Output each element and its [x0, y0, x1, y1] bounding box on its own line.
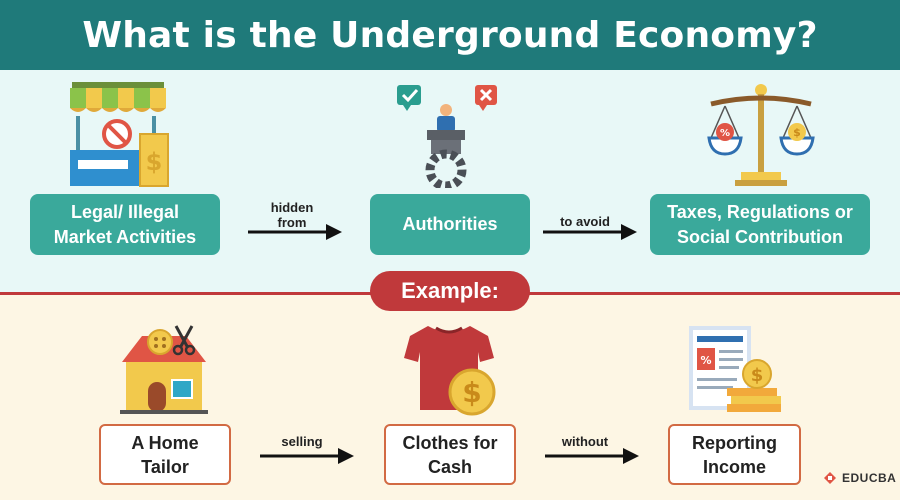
taxes-line1: Taxes, Regulations or [667, 201, 853, 222]
hidden-from-line1: hidden [270, 200, 314, 215]
taxes-box: Taxes, Regulations or Social Contribution [650, 194, 870, 255]
taxes-line2: Social Contribution [677, 226, 843, 247]
educba-logo: EDUCBA [822, 470, 896, 486]
clothes-cash-line2: Cash [427, 456, 472, 477]
arrow-without [545, 448, 639, 464]
income-report-icon: % $ [689, 326, 781, 412]
authority-podium-icon [397, 85, 497, 188]
svg-text:$: $ [751, 365, 764, 386]
reporting-income-line2: Income [702, 456, 767, 477]
to-avoid-text: to avoid [560, 214, 610, 229]
svg-text:$: $ [462, 376, 481, 409]
market-stall-icon: $ [70, 82, 169, 187]
header-banner: What is the Underground Economy? [0, 0, 900, 70]
activities-line2: Market Activities [53, 226, 197, 247]
to-avoid-label: to avoid [545, 214, 625, 229]
arrow-selling [260, 448, 354, 464]
educba-logo-icon [824, 472, 836, 484]
balance-scale-icon: % $ [707, 84, 815, 186]
hidden-from-line2: from [277, 215, 307, 230]
without-label: without [545, 434, 625, 449]
authorities-label: Authorities [402, 214, 498, 234]
reporting-income-line1: Reporting [692, 432, 777, 453]
home-tailor-line1: A Home [131, 432, 199, 453]
tshirt-dollar-icon: $ [404, 326, 496, 416]
svg-text:%: % [720, 128, 730, 139]
page-title: What is the Underground Economy? [82, 14, 818, 56]
without-text: without [561, 434, 609, 449]
home-tailor-line2: Tailor [141, 456, 189, 477]
educba-wordmark: EDUCBA [842, 471, 897, 485]
svg-text:$: $ [146, 148, 163, 176]
arrow-to-avoid [543, 224, 637, 240]
example-pill: Example: [370, 271, 530, 311]
svg-text:%: % [700, 354, 711, 367]
arrow-hidden-from [248, 224, 342, 240]
hidden-from-label: hidden from [252, 200, 332, 230]
home-shop-icon [120, 325, 208, 414]
svg-text:$: $ [793, 126, 801, 139]
activities-line1: Legal/ Illegal [70, 201, 180, 222]
selling-label: selling [262, 434, 342, 449]
selling-text: selling [281, 434, 323, 449]
authorities-box: Authorities [370, 194, 530, 255]
clothes-cash-line1: Clothes for [402, 432, 498, 453]
